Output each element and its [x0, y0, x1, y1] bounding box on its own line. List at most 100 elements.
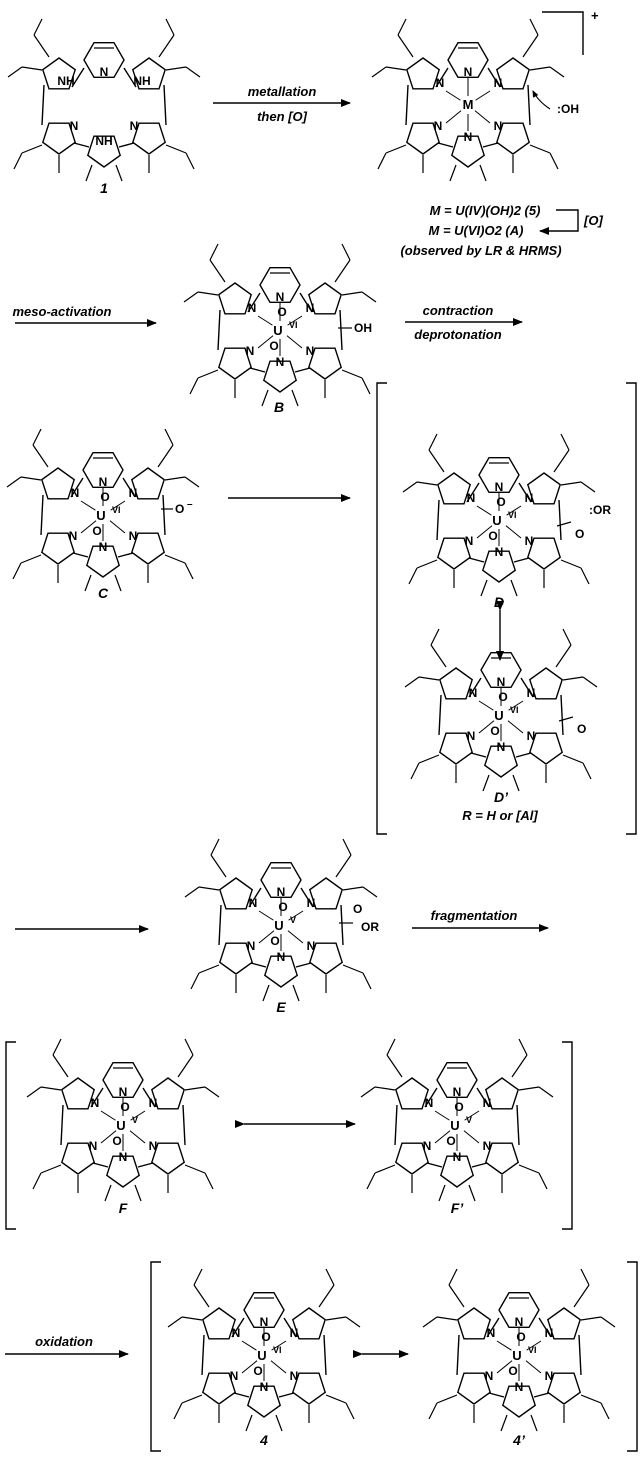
nitrogen-atom: N: [527, 729, 536, 743]
meso-bridge: [339, 309, 343, 351]
pyridine-ring: [243, 1291, 285, 1329]
alkyl-substituent: [416, 481, 438, 486]
pyridine-ring: [260, 862, 302, 898]
ethyl-terminus: [164, 428, 174, 446]
nitrogen-atom: N: [306, 344, 315, 358]
nitrogen-atom: N: [276, 355, 285, 369]
uranium-center: U: [274, 918, 283, 933]
meso-bridge: [73, 142, 90, 148]
meso-bridge: [182, 1104, 186, 1146]
oxidation-state: VI: [273, 1345, 282, 1355]
pyridine-ring: [82, 452, 124, 488]
ethyl-terminus: [209, 243, 219, 261]
nitrogen-atom: N: [464, 130, 473, 144]
alkyl-substituent: [436, 1316, 458, 1321]
nitrogen-atom: N: [545, 1369, 554, 1383]
alkyl-substituent: [325, 1394, 347, 1404]
meso-bridge: [468, 557, 485, 563]
deprotonation-label: deprotonation: [414, 327, 501, 342]
alkyl-substituent: [518, 1086, 540, 1091]
ethyl-terminus: [189, 377, 199, 395]
alkoxide-oxygen: O: [175, 502, 184, 516]
aldehyde-oxygen: O: [575, 527, 584, 541]
oxo-ligand: O: [270, 934, 279, 948]
meso-bridge: [295, 962, 312, 968]
meso-bridge: [470, 752, 487, 758]
pyrrole-ring-lower-right: [526, 537, 562, 570]
positive-charge: +: [591, 8, 599, 23]
pyridine-ring: [480, 652, 522, 688]
nitrogen-atom: N: [91, 1096, 100, 1110]
alkyl-substituent: [198, 964, 220, 974]
alkyl-substituent: [318, 1284, 335, 1308]
nitrogen-atom: N: [149, 1139, 158, 1153]
pyrrole-ring-upper-right: [131, 57, 167, 90]
product-bracket: [150, 1261, 638, 1452]
alkyl-substituent: [479, 164, 487, 182]
ethyl-terminus: [6, 476, 22, 488]
nitrogen-atom: N: [495, 480, 504, 494]
metal-center-bg: [114, 1116, 132, 1134]
nitrogen-atom: N: [515, 1380, 524, 1394]
meso-bridge: [468, 677, 482, 698]
alkyl-substituent: [165, 66, 187, 71]
alkyl-substituent: [40, 1086, 62, 1091]
meso-bridge: [558, 499, 562, 541]
c-c-bond: [558, 716, 574, 722]
oxidation-label: oxidation: [35, 1334, 93, 1349]
alkyl-substituent: [385, 144, 407, 154]
alkyl-substituent: [165, 144, 187, 154]
ester-group: OR: [361, 920, 379, 934]
oxo-ligand: O: [277, 305, 286, 319]
alkyl-substituent: [184, 1086, 206, 1091]
oxo-ligand: O: [92, 524, 101, 538]
ethyl-terminus: [386, 1038, 396, 1056]
ethyl-terminus: [580, 1268, 590, 1286]
metal-center-bg: [490, 511, 508, 529]
ethyl-terminus: [7, 66, 23, 78]
meso-bridge: [117, 552, 134, 558]
alkyl-substituent: [511, 1054, 528, 1078]
meso-bridge: [394, 1104, 398, 1146]
meso-bridge: [122, 477, 136, 498]
nitrogen-atom: N: [306, 301, 315, 315]
pyrrole-ring-upper-left: [217, 282, 253, 315]
alkyl-substituent: [438, 1184, 446, 1202]
pyrrole-ring-lower-left: [438, 732, 474, 765]
nitrogen-atom: N: [129, 486, 138, 500]
nitrogen-atom: N: [465, 534, 474, 548]
ethyl-terminus: [325, 1268, 335, 1286]
nitrogen-atom: N: [249, 896, 258, 910]
ethyl-terminus: [345, 1316, 361, 1328]
ethyl-terminus: [184, 476, 200, 488]
oxo-ligand: O: [454, 1100, 463, 1114]
alkyl-substituent: [530, 1414, 538, 1432]
pyrrole-ring-bottom: [246, 1385, 282, 1418]
ethyl-terminus: [204, 1172, 214, 1190]
meso-bridge: [538, 1317, 552, 1338]
metal-note-uvi: M = U(VI)O2 (A): [429, 223, 524, 238]
ethyl-terminus: [518, 1038, 528, 1056]
meso-bridge: [513, 557, 530, 563]
alkoxide-oxygen: O: [353, 902, 362, 916]
pyrrole-ring-upper-right: [150, 1077, 186, 1110]
meso-bridge: [323, 1334, 327, 1376]
meso-bridge: [217, 309, 221, 351]
ethyl-terminus: [549, 152, 559, 170]
alkyl-substituent: [177, 1054, 194, 1078]
nitrogen-atom: N: [483, 1139, 492, 1153]
uranium-center: U: [450, 1118, 459, 1133]
pyrrole-ring-lower-right: [307, 347, 343, 380]
pyrrole-ring-upper-left: [218, 877, 254, 910]
meso-bridge: [60, 1104, 64, 1146]
meso-bridge: [487, 67, 501, 88]
alkyl-substituent: [181, 1316, 203, 1321]
ethyl-terminus: [361, 291, 377, 303]
ethyl-terminus: [580, 567, 590, 585]
meso-bridge: [527, 84, 531, 126]
ethyl-terminus: [52, 1038, 62, 1056]
